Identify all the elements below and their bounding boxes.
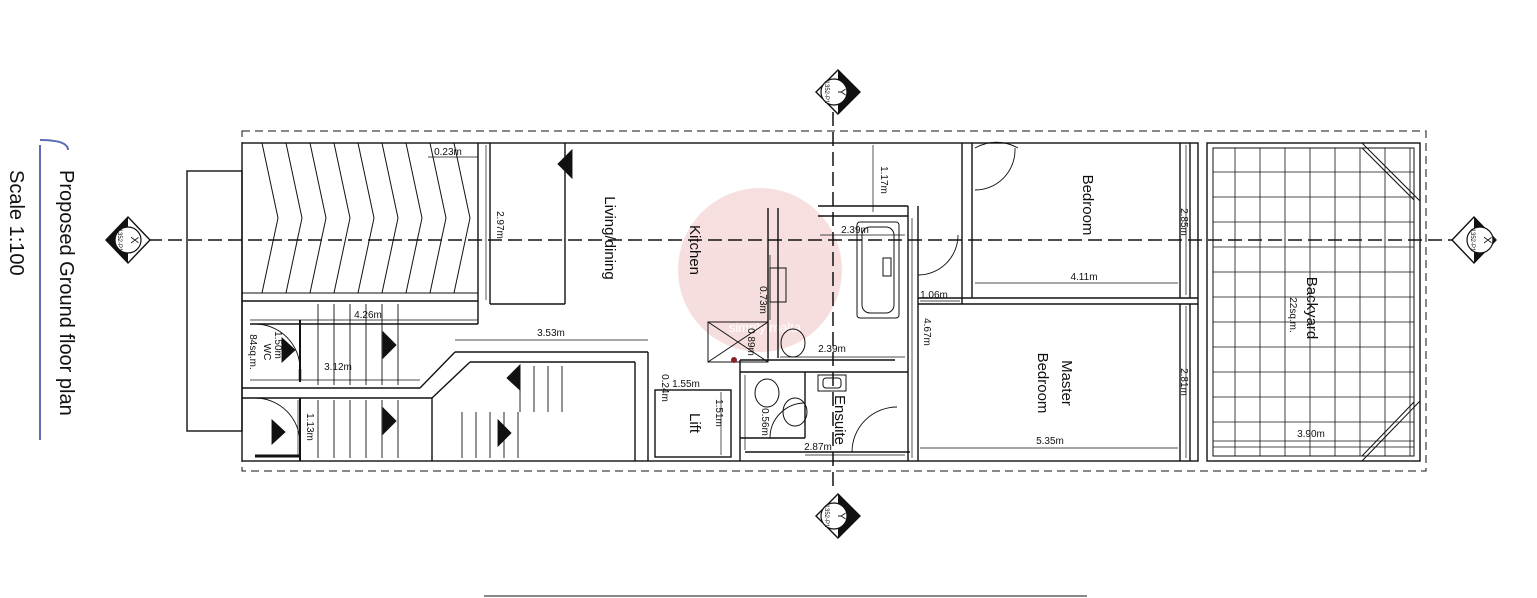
fixtures (654, 221, 900, 458)
svg-text:1352-P1: 1352-P1 (823, 81, 829, 104)
label-lift: Lift (686, 413, 703, 434)
label-kitchen: Kitchen (686, 225, 703, 275)
section-lines (148, 112, 1468, 490)
dim-3-90: 3.90m (1297, 429, 1325, 440)
dim-1-06: 1.06m (920, 290, 948, 301)
stair-tread (333, 142, 351, 294)
staircase-lower (271, 148, 573, 458)
svg-text:Y: Y (835, 512, 847, 520)
stair-tread (405, 142, 423, 294)
stair-tread (381, 142, 399, 294)
section-marker-y-top: Y 1352-P1 (815, 69, 861, 115)
dim-0-73: 0.73m (757, 286, 768, 314)
dim-2-81: 2.81m (1178, 368, 1189, 396)
dim-3-12: 3.12m (324, 362, 352, 373)
dim-0-23: 0.23m (434, 147, 462, 158)
dim-1-13: 1.13m (304, 413, 315, 441)
label-backyard: Backyard (1303, 277, 1320, 340)
dim-2-39-mid: 2.39m (818, 344, 846, 355)
dim-5-35: 5.35m (1036, 436, 1064, 447)
dim-1-55: 1.55m (672, 379, 700, 390)
svg-text:X: X (128, 236, 140, 244)
dim-1-17: 1.17m (878, 166, 889, 194)
watermark-logo: simply malta (678, 188, 842, 352)
stair-tread (309, 142, 327, 294)
dim-2-87: 2.87m (804, 442, 832, 453)
dim-1-50: 1.50m (272, 331, 283, 359)
label-master-2: Bedroom (1034, 353, 1051, 414)
dim-2-97: 2.97m (494, 211, 505, 239)
label-wc-area: 84sq.m. (247, 334, 258, 370)
section-marker-x-left: X 1352-P1 (105, 215, 151, 265)
label-master-1: Master (1058, 360, 1075, 406)
dim-2-39-top: 2.39m (841, 225, 869, 236)
section-marker-y-bottom: Y 1352-P1 (815, 493, 861, 539)
backyard-area (1206, 142, 1421, 462)
staircase-main (241, 142, 479, 294)
dim-0-24: 0.24m (659, 374, 670, 402)
stair-tread (357, 142, 375, 294)
dim-4-11: 4.11m (1070, 272, 1097, 283)
dim-0-56: 0.56m (759, 408, 770, 436)
dimension-lines (250, 145, 1414, 458)
label-backyard-area: 22sq.m. (1287, 297, 1298, 333)
dim-3-53: 3.53m (537, 328, 565, 339)
stair-tread (261, 142, 279, 294)
svg-text:X: X (1481, 236, 1493, 244)
dim-4-26: 4.26m (354, 310, 382, 321)
dim-4-67: 4.67m (921, 318, 932, 346)
label-wc: WC (261, 344, 272, 361)
label-ensuite: Ensuite (831, 395, 848, 445)
stair-tread (429, 142, 447, 294)
stair-tread (285, 142, 303, 294)
title-bracket (39, 139, 69, 151)
svg-text:1352-P1: 1352-P1 (823, 505, 829, 528)
label-living: Living/dining (601, 196, 618, 279)
watermark-text: simply malta (729, 320, 802, 335)
svg-text:1352-P1: 1352-P1 (1469, 229, 1475, 252)
title-main: Proposed Ground floor plan (55, 170, 77, 416)
svg-text:1352-P1: 1352-P1 (116, 229, 122, 252)
svg-text:Y: Y (835, 88, 847, 96)
dim-1-51: 1.51m (713, 399, 724, 427)
dim-2-85: 2.85m (1178, 208, 1189, 236)
title-scale: Scale 1:100 (5, 170, 27, 276)
dim-0-89: 0.89m (745, 328, 756, 356)
stair-tread (453, 142, 471, 294)
label-bedroom: Bedroom (1079, 175, 1096, 236)
section-marker-x-right: X 1352-P1 (1451, 215, 1497, 265)
doors (254, 141, 1019, 461)
